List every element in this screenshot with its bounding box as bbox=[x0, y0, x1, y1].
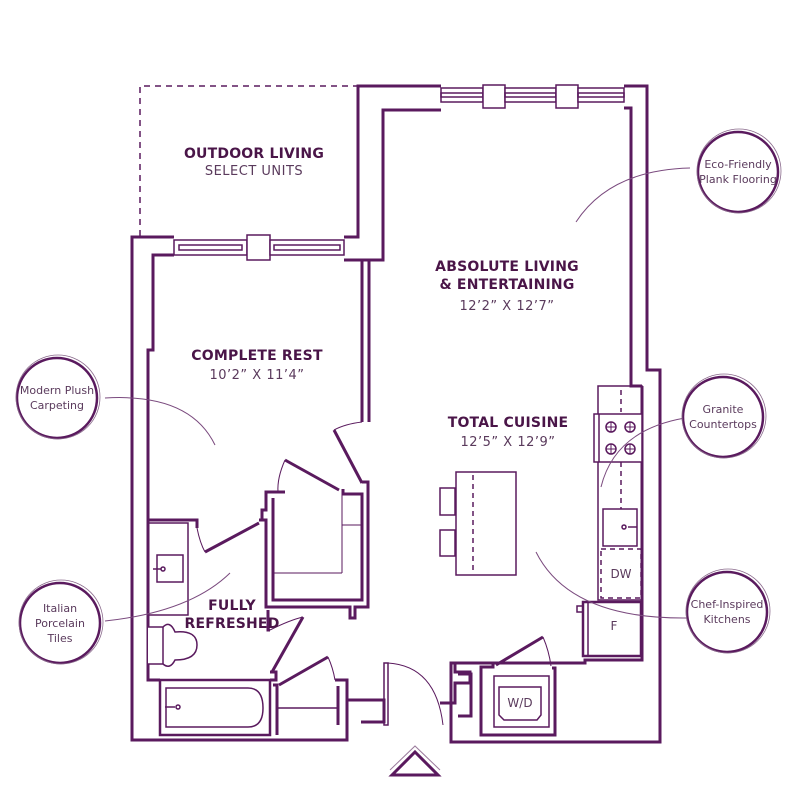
bathroom-walls bbox=[147, 518, 305, 737]
outdoor-boundary bbox=[139, 85, 358, 236]
feature-line: Granite bbox=[702, 403, 744, 416]
bedroom-window bbox=[173, 234, 345, 261]
room-label-kitchen: TOTAL CUISINE 12’5” X 12’9” bbox=[448, 414, 569, 452]
room-name: ABSOLUTE LIVING bbox=[435, 259, 579, 275]
room-name: FULLY bbox=[208, 598, 256, 614]
fridge-label: F bbox=[610, 619, 618, 633]
room-label-living: ABSOLUTE LIVING & ENTERTAINING 12’2” X 1… bbox=[435, 258, 579, 316]
room-name-line2: REFRESHED bbox=[184, 616, 280, 632]
feature-line: Porcelain bbox=[35, 616, 85, 630]
badge-ring-icon bbox=[15, 354, 101, 440]
laundry-closet bbox=[451, 635, 557, 737]
room-subtitle: SELECT UNITS bbox=[204, 164, 304, 179]
room-label-bedroom: COMPLETE REST 10’2” X 11’4” bbox=[191, 347, 322, 385]
room-label-bath: FULLY REFRESHED bbox=[184, 597, 279, 633]
feature-line: Countertops bbox=[689, 418, 757, 431]
room-name: TOTAL CUISINE bbox=[447, 415, 569, 431]
badge-ring-icon bbox=[696, 128, 782, 214]
room-dimensions: 10’2” X 11’4” bbox=[209, 368, 305, 383]
feature-line: Carpeting bbox=[29, 399, 84, 412]
badge-ring-icon bbox=[18, 579, 104, 665]
linen-closet bbox=[270, 655, 349, 735]
feature-line: Italian bbox=[42, 601, 78, 615]
badge-ring-icon bbox=[685, 568, 771, 654]
kitchen-counter bbox=[576, 385, 643, 658]
feature-line: Modern Plush bbox=[19, 384, 95, 397]
badge-ring-icon bbox=[681, 373, 767, 459]
feature-line: Chef-Inspired bbox=[690, 598, 764, 611]
feature-line: Plank Flooring bbox=[699, 173, 777, 186]
entry-door bbox=[383, 662, 444, 726]
kitchen-island bbox=[439, 471, 517, 576]
room-name: OUTDOOR LIVING bbox=[183, 146, 325, 162]
living-window bbox=[440, 84, 625, 109]
room-dimensions: 12’2” X 12’7” bbox=[459, 299, 555, 314]
room-name: COMPLETE REST bbox=[191, 348, 323, 364]
feature-line: Tiles bbox=[47, 631, 73, 645]
dishwasher-label: DW bbox=[610, 567, 632, 581]
callout-lines bbox=[104, 167, 691, 622]
walls bbox=[130, 84, 662, 744]
room-label-outdoor: OUTDOOR LIVING SELECT UNITS bbox=[184, 145, 324, 181]
room-name-line2: & ENTERTAINING bbox=[439, 277, 575, 293]
entry-arrow-icon bbox=[388, 745, 442, 777]
washer-dryer-label: W/D bbox=[507, 696, 533, 710]
closet bbox=[260, 458, 370, 620]
burner-icons bbox=[605, 421, 636, 455]
feature-line: Eco-Friendly bbox=[704, 158, 772, 171]
room-dimensions: 12’5” X 12’9” bbox=[460, 435, 556, 450]
feature-line: Kitchens bbox=[703, 613, 751, 626]
